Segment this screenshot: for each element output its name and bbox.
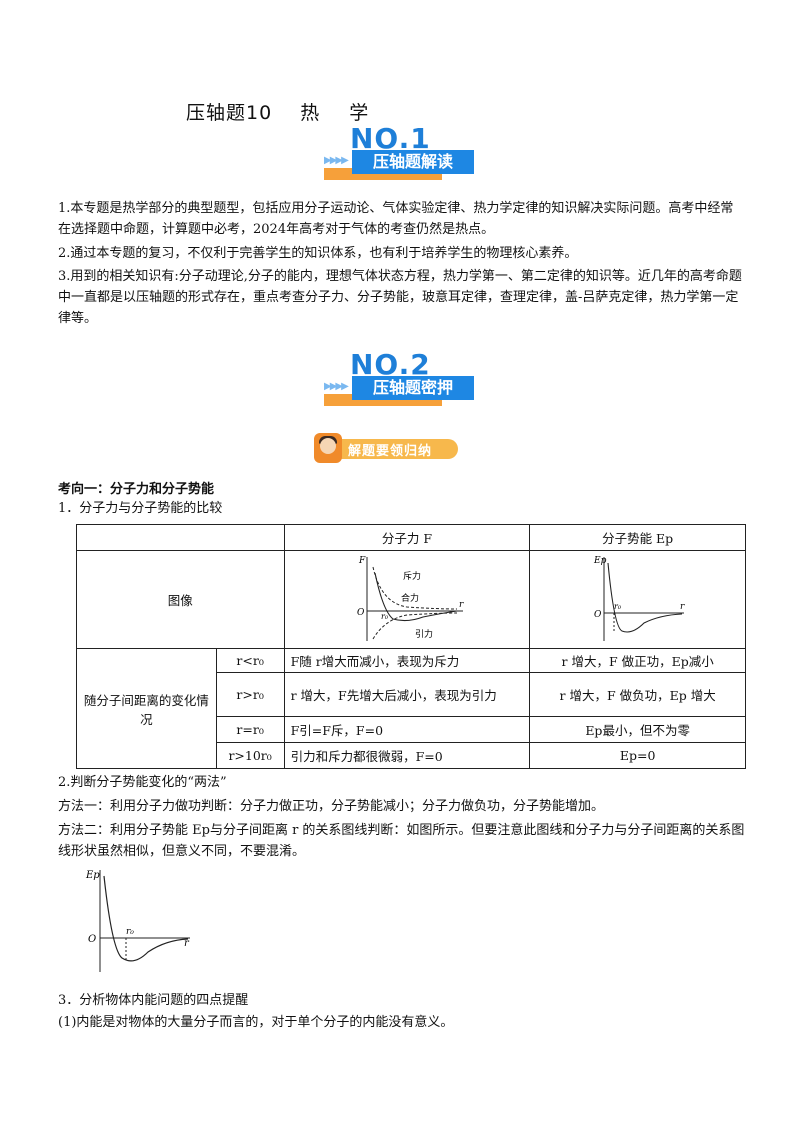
section-item: 1．分子力与分子势能的比较 — [58, 501, 223, 516]
banner-number: NO.1 — [350, 122, 431, 155]
svg-text:F: F — [358, 556, 366, 566]
comparison-table: 分子力 F 分子势能 Ep 图像 F r O r₀ 斥力 合力 引力 — [76, 524, 746, 769]
svg-text:引力: 引力 — [415, 628, 433, 640]
intro-p1: 1.本专题是热学部分的典型题型，包括应用分子运动论、气体实验定律、热力学定律的知… — [58, 201, 734, 237]
tips-item1: (1)内能是对物体的大量分子而言的，对于单个分子的内能没有意义。 — [58, 1015, 454, 1030]
svg-text:r₀: r₀ — [126, 927, 134, 937]
teacher-avatar-icon — [314, 433, 342, 463]
header-force: 分子力 F — [283, 524, 531, 551]
force-graph: F r O r₀ 斥力 合力 引力 — [283, 550, 531, 649]
energy-graph: Ep r O r₀ — [529, 550, 746, 649]
energy-curve-diagram: Ep r O r₀ — [593, 556, 685, 641]
banner-no2: ▶▶▶▶ NO.2 压轴题密押 — [324, 348, 484, 410]
row-graph-label: 图像 — [76, 550, 285, 649]
svg-text:合力: 合力 — [401, 592, 419, 604]
row-vary-label: 随分子间距离的变化情况 — [76, 648, 217, 769]
tips-badge: 解题要领归纳 — [314, 433, 460, 463]
banner-label: 压轴题密押 — [352, 376, 474, 400]
section-heading: 考向一：分子力和分子势能 — [58, 482, 215, 497]
judge-method2: 方法二：利用分子势能 Ep与分子间距离 r 的关系图线判断：如图所示。但要注意此… — [58, 823, 745, 859]
chevron-icon: ▶▶▶▶ — [324, 381, 349, 392]
svg-text:Ep: Ep — [85, 870, 100, 881]
chevron-icon: ▶▶▶▶ — [324, 155, 349, 166]
svg-text:O: O — [88, 934, 96, 945]
judge-method1: 方法一：利用分子力做功判断：分子力做正功，分子势能减小；分子力做负功，分子势能增… — [58, 799, 605, 814]
svg-text:Ep: Ep — [593, 556, 607, 566]
intro-p3: 3.用到的相关知识有:分子动理论,分子的能内，理想气体状态方程，热力学第一、第二… — [58, 269, 742, 326]
svg-text:r: r — [680, 602, 685, 612]
svg-text:r₀: r₀ — [614, 602, 622, 611]
svg-text:O: O — [357, 608, 365, 618]
svg-text:斥力: 斥力 — [403, 570, 421, 582]
force-curve-diagram: F r O r₀ 斥力 合力 引力 — [357, 556, 464, 641]
svg-text:r: r — [459, 600, 464, 610]
banner-number: NO.2 — [350, 348, 431, 381]
intro-p2: 2.通过本专题的复习，不仅利于完善学生的知识体系，也有利于培养学生的物理核心素养… — [58, 246, 578, 261]
svg-text:r₀: r₀ — [381, 612, 389, 621]
energy-figure: Ep O r₀ r — [85, 870, 190, 972]
svg-text:r: r — [184, 938, 190, 949]
banner-label: 压轴题解读 — [352, 150, 474, 174]
banner-no1: ▶▶▶▶ NO.1 压轴题解读 — [324, 122, 484, 184]
judge-heading: 2.判断分子势能变化的“两法” — [58, 775, 227, 790]
svg-text:O: O — [594, 610, 602, 620]
header-energy: 分子势能 Ep — [529, 524, 746, 551]
tips-heading: 3．分析物体内能问题的四点提醒 — [58, 993, 249, 1008]
